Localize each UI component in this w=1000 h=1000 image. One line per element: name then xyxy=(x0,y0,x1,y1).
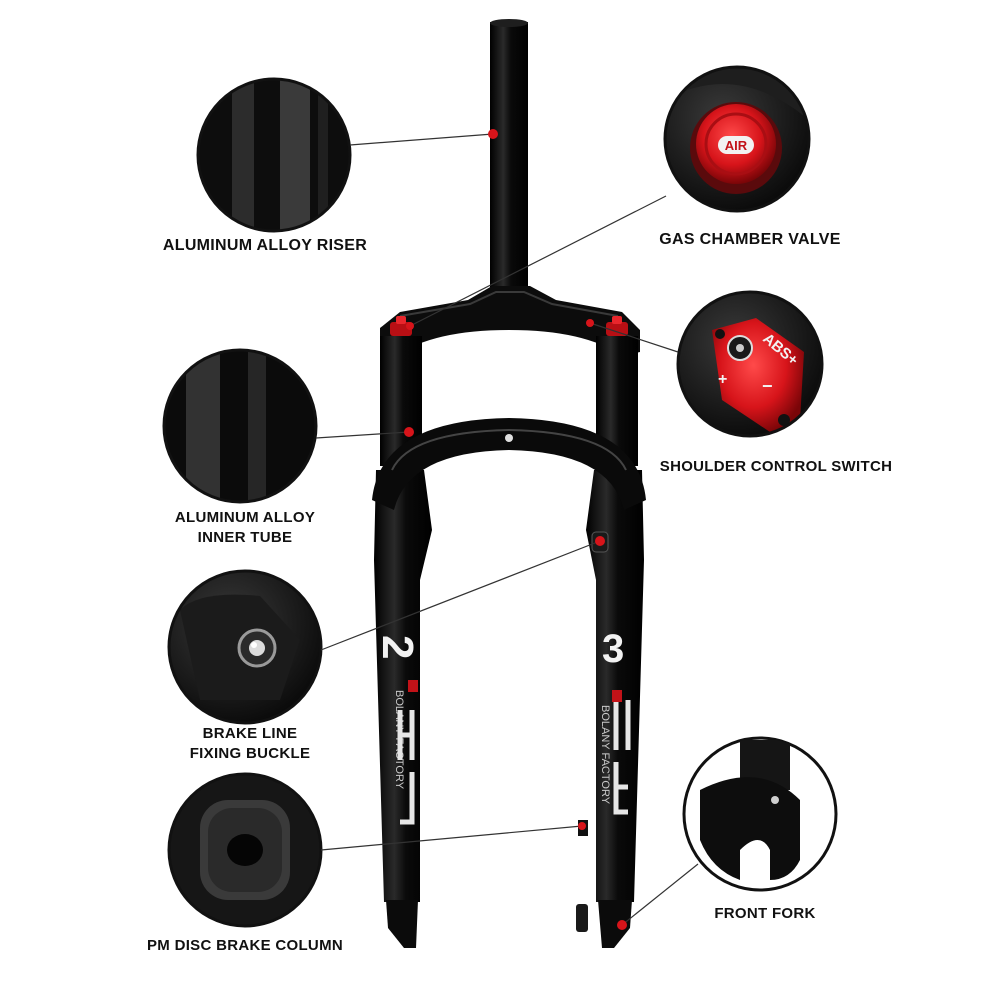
riser-detail-circle xyxy=(196,77,352,233)
left-dropout xyxy=(386,900,418,948)
leg-decals: 2 3 BOLANY FACTORY BOLANY FACTORY xyxy=(373,627,631,825)
disc-brake-detail-circle xyxy=(167,772,323,928)
label-disc-brake: PM DISC BRAKE COLUMN xyxy=(147,937,343,954)
label-gas-valve: GAS CHAMBER VALVE xyxy=(659,231,841,248)
switch-minus: − xyxy=(762,376,773,396)
label-front-fork: FRONT FORK xyxy=(714,905,816,922)
front-fork-detail-circle xyxy=(682,736,838,892)
label-shoulder-switch: SHOULDER CONTROL SWITCH xyxy=(659,458,893,475)
steerer-tube xyxy=(490,22,528,300)
shoulder-switch-detail-circle: ABS+ + − xyxy=(676,290,824,438)
right-dropout xyxy=(598,900,632,948)
callout-dots xyxy=(404,129,627,930)
fork-body xyxy=(372,19,646,948)
fork-arch xyxy=(372,418,646,510)
switch-plus: + xyxy=(718,371,727,388)
left-lower-leg xyxy=(374,470,432,902)
label-inner-tube-line2: INNER TUBE xyxy=(197,529,293,546)
leg-number-left: 2 xyxy=(373,635,422,659)
label-riser: ALUMINUM ALLOY RISER xyxy=(162,237,368,254)
right-lower-leg xyxy=(586,470,644,902)
inner-tube-detail-circle xyxy=(162,348,318,504)
leader-lines xyxy=(315,133,699,926)
label-brake-buckle: BRAKE LINE FIXING BUCKLE xyxy=(160,724,340,764)
valve-cap-text: AIR xyxy=(725,138,748,153)
leg-brand-right: BOLANY FACTORY xyxy=(599,705,611,805)
label-brake-buckle-line1: BRAKE LINE xyxy=(202,725,298,742)
right-top-cap xyxy=(606,316,628,336)
label-brake-buckle-line2: FIXING BUCKLE xyxy=(189,745,311,762)
gas-valve-detail-circle: AIR xyxy=(663,65,811,213)
fork-crown xyxy=(380,286,640,356)
label-inner-tube: ALUMINUM ALLOY INNER TUBE xyxy=(150,508,340,548)
leg-number-right: 3 xyxy=(602,627,624,671)
label-inner-tube-line1: ALUMINUM ALLOY xyxy=(174,509,316,526)
brake-buckle-detail-circle xyxy=(167,569,323,725)
